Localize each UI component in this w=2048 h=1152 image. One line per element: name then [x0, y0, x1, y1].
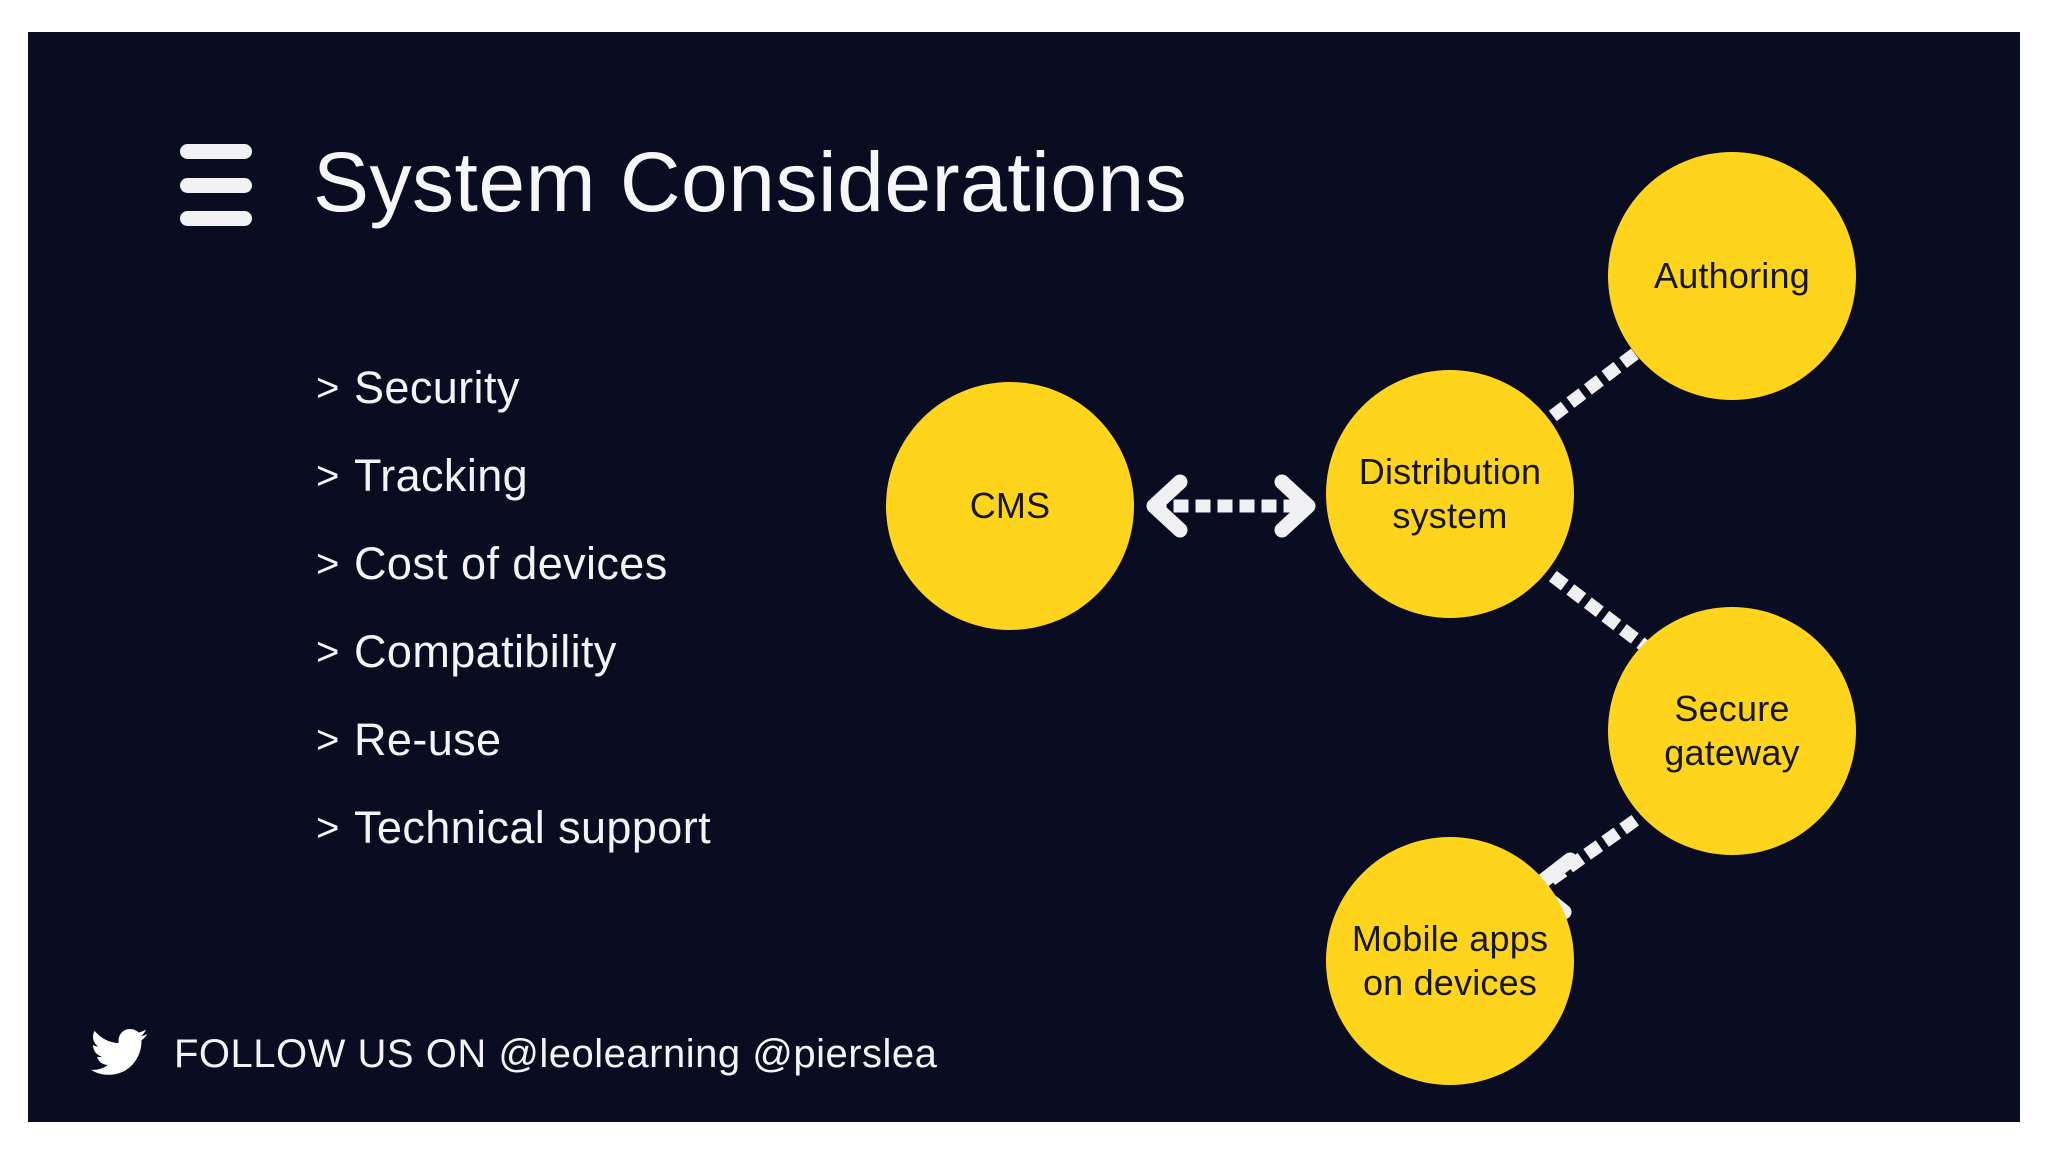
hamburger-bar-bottom — [180, 211, 252, 226]
list-item-label: Re-use — [354, 714, 502, 765]
twitter-bird-icon[interactable] — [90, 1028, 148, 1080]
chevron-right-icon: > — [316, 366, 340, 410]
considerations-list: > Security > Tracking > Cost of devices … — [316, 362, 936, 890]
node-distribution-system[interactable]: Distribution system — [1326, 370, 1574, 618]
list-item: > Compatibility — [316, 626, 936, 714]
list-item: > Re-use — [316, 714, 936, 802]
hamburger-bar-middle — [180, 177, 252, 193]
list-item-label: Compatibility — [354, 626, 617, 677]
list-item: > Cost of devices — [316, 538, 936, 626]
node-label-line: on devices — [1362, 962, 1538, 1003]
node-authoring[interactable]: Authoring — [1608, 152, 1856, 400]
arrowhead-to-distribution — [1274, 474, 1316, 538]
chevron-right-icon: > — [316, 630, 340, 674]
list-item: > Tracking — [316, 450, 936, 538]
chevron-right-icon: > — [316, 718, 340, 762]
node-label-line: gateway — [1664, 732, 1800, 773]
node-distribution-system-label: Distribution system — [1349, 450, 1551, 538]
node-authoring-label: Authoring — [1654, 255, 1810, 297]
chevron-right-icon: > — [316, 806, 340, 850]
list-item: > Security — [316, 362, 936, 450]
footer: FOLLOW US ON @leolearning @pierslea — [90, 1028, 937, 1080]
slide-canvas: System Considerations > Security > Track… — [28, 32, 2020, 1122]
arrowhead-to-cms — [1146, 474, 1188, 538]
hamburger-bar-top — [180, 144, 252, 159]
node-label-line: Distribution — [1358, 451, 1542, 493]
list-item-label: Cost of devices — [354, 538, 668, 589]
chevron-right-icon: > — [316, 542, 340, 586]
node-cms-label: CMS — [969, 485, 1051, 527]
list-item-label: Technical support — [354, 802, 712, 853]
page-title: System Considerations — [313, 135, 1188, 229]
node-label-line: Mobile apps — [1351, 918, 1549, 960]
node-cms[interactable]: CMS — [886, 382, 1134, 630]
node-label-line: Secure — [1674, 688, 1790, 730]
list-item: > Technical support — [316, 802, 936, 890]
connector-distribution-authoring — [1548, 334, 1658, 422]
list-item-label: Security — [354, 362, 520, 413]
node-label-line: system — [1392, 495, 1508, 536]
node-mobile-apps[interactable]: Mobile apps on devices — [1326, 837, 1574, 1085]
chevron-right-icon: > — [316, 454, 340, 498]
node-mobile-apps-label: Mobile apps on devices — [1342, 917, 1558, 1005]
list-item-label: Tracking — [354, 450, 529, 501]
system-diagram: CMS Distribution system Authoring Secure… — [858, 122, 1988, 1112]
footer-text: FOLLOW US ON @leolearning @pierslea — [174, 1031, 938, 1076]
node-secure-gateway[interactable]: Secure gateway — [1608, 607, 1856, 855]
node-secure-gateway-label: Secure gateway — [1654, 687, 1810, 775]
connector-distribution-secure — [1548, 570, 1660, 660]
hamburger-menu-icon[interactable] — [180, 144, 252, 226]
